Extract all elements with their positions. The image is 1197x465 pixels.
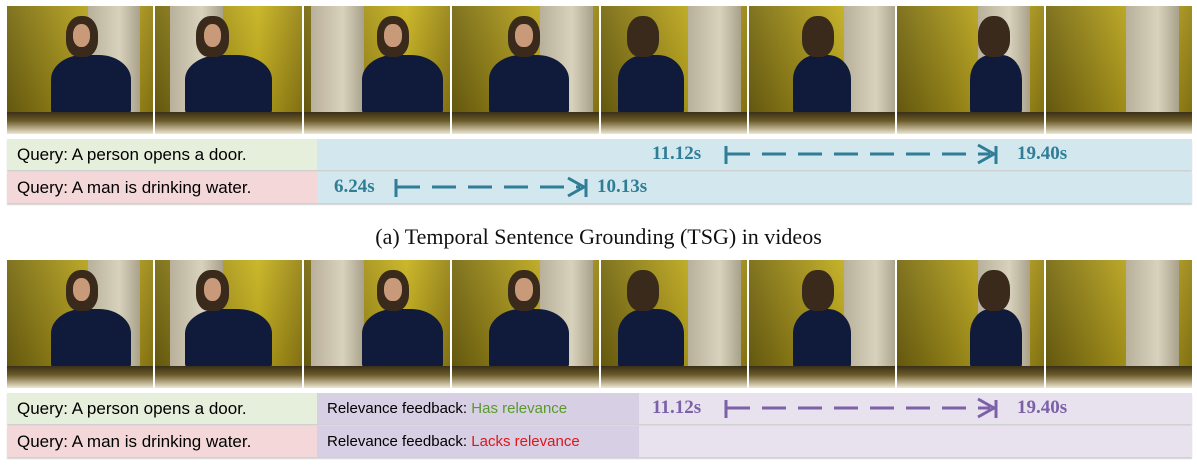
- video-frame: [1045, 260, 1192, 388]
- frame-person: [618, 54, 684, 116]
- video-frame: [600, 6, 749, 134]
- frame-head: [977, 270, 1010, 312]
- query-label: Query: A person opens a door.: [7, 393, 317, 424]
- video-frame: [7, 260, 156, 388]
- frame-door: [844, 6, 896, 114]
- frame-person: [970, 308, 1022, 370]
- video-frame: [748, 6, 898, 134]
- tsg-row-door: Query: A person opens a door. 11.12s 19.…: [7, 139, 1192, 170]
- frame-person: [50, 308, 132, 370]
- frame-door: [844, 260, 896, 368]
- query-label: Query: A man is drinking water.: [7, 172, 317, 203]
- frame-face: [384, 277, 402, 301]
- grounding-arrow: [724, 143, 998, 165]
- frame-counter: [7, 112, 154, 134]
- query-label: Query: A person opens a door.: [7, 139, 317, 170]
- frame-door: [688, 260, 741, 368]
- video-frames-strip-b: [7, 260, 1192, 388]
- frame-face: [72, 277, 91, 301]
- frame-person: [488, 308, 570, 370]
- tsg-row-water: Query: A man is drinking water. 6.24s 10…: [7, 172, 1192, 203]
- frame-counter: [897, 112, 1044, 134]
- frame-person: [792, 308, 852, 370]
- frame-door: [1126, 6, 1179, 114]
- video-frame: [155, 6, 304, 134]
- timeline-track: [317, 172, 1192, 203]
- frame-counter: [600, 366, 747, 388]
- frame-counter: [303, 112, 451, 134]
- frame-counter: [452, 112, 599, 134]
- frame-door: [688, 6, 741, 114]
- frame-counter: [897, 366, 1044, 388]
- video-frame: [452, 260, 601, 388]
- frame-counter: [452, 366, 599, 388]
- frame-door: [311, 6, 364, 114]
- panel-a-caption: (a) Temporal Sentence Grounding (TSG) in…: [375, 224, 822, 249]
- query-label: Query: A man is drinking water.: [7, 426, 317, 457]
- frame-counter: [303, 366, 451, 388]
- video-frame: [303, 6, 453, 134]
- start-time-label: 6.24s: [334, 176, 375, 197]
- frame-head: [626, 16, 660, 58]
- rf-row-water: Query: A man is drinking water. Relevanc…: [7, 426, 1192, 457]
- frame-person: [792, 54, 852, 116]
- frame-counter: [155, 366, 302, 388]
- video-frame: [155, 260, 304, 388]
- grounding-arrow: [394, 176, 588, 198]
- video-frames-strip-a: [7, 6, 1192, 134]
- frame-counter: [1045, 112, 1192, 134]
- frame-counter: [748, 112, 896, 134]
- frame-door: [1126, 260, 1179, 368]
- timeline-track: [639, 426, 1192, 457]
- frame-person: [362, 308, 443, 370]
- rf-row-door: Query: A person opens a door. Relevance …: [7, 393, 1192, 424]
- video-frame: [303, 260, 453, 388]
- frame-door: [311, 260, 364, 368]
- lacks-relevance-label: Lacks relevance: [471, 433, 580, 450]
- end-time-label: 19.40s: [1017, 397, 1068, 418]
- feedback-prefix: Relevance feedback:: [327, 400, 472, 417]
- frame-person: [970, 54, 1022, 116]
- frame-face: [203, 277, 222, 301]
- has-relevance-label: Has relevance: [471, 400, 568, 417]
- frame-person: [184, 308, 273, 370]
- video-frame: [897, 260, 1046, 388]
- video-frame: [452, 6, 601, 134]
- frame-counter: [1045, 366, 1192, 388]
- frame-face: [384, 23, 402, 47]
- frame-person: [618, 308, 684, 370]
- frame-face: [515, 23, 533, 47]
- frame-head: [977, 16, 1010, 58]
- timeline-track: [317, 139, 1192, 170]
- frame-counter: [155, 112, 302, 134]
- grounding-arrow: [724, 397, 998, 419]
- start-time-label: 11.12s: [652, 397, 702, 418]
- frame-head: [626, 270, 660, 312]
- frame-head: [801, 16, 834, 58]
- start-time-label: 11.12s: [652, 143, 702, 164]
- end-time-label: 10.13s: [597, 176, 648, 197]
- frame-counter: [600, 112, 747, 134]
- frame-person: [50, 54, 132, 116]
- frame-head: [801, 270, 834, 312]
- relevance-feedback-cell: Relevance feedback: Has relevance: [317, 393, 639, 424]
- frame-face: [72, 23, 91, 47]
- feedback-prefix: Relevance feedback:: [327, 433, 472, 450]
- video-frame: [1045, 6, 1192, 134]
- end-time-label: 19.40s: [1017, 143, 1068, 164]
- video-frame: [7, 6, 156, 134]
- relevance-feedback-cell: Relevance feedback: Lacks relevance: [317, 426, 639, 457]
- video-frame: [600, 260, 749, 388]
- video-frame: [748, 260, 898, 388]
- frame-face: [515, 277, 533, 301]
- frame-face: [203, 23, 222, 47]
- frame-person: [488, 54, 570, 116]
- frame-counter: [748, 366, 896, 388]
- frame-counter: [7, 366, 154, 388]
- video-frame: [897, 6, 1046, 134]
- frame-person: [362, 54, 443, 116]
- frame-person: [184, 54, 273, 116]
